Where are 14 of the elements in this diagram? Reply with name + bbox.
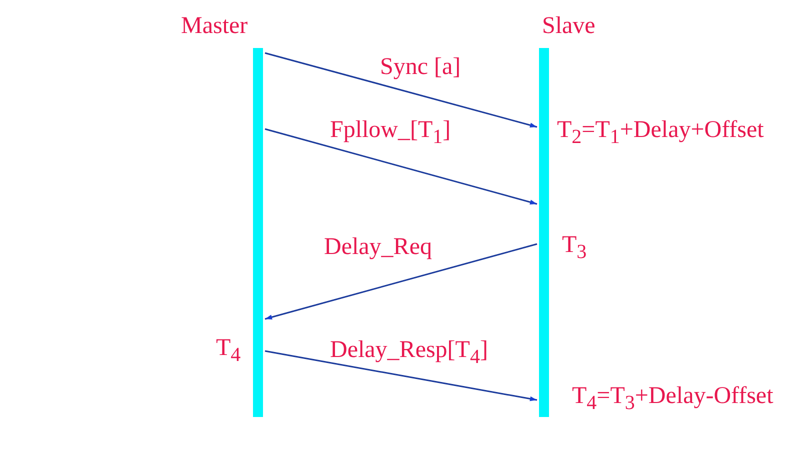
lifeline-heading: Slave: [542, 14, 596, 38]
message-label: Sync [a]: [380, 55, 461, 79]
message-arrow: [264, 350, 538, 402]
message-label: Fpllow_[T$_{1}$]: [330, 118, 451, 147]
timestamp-formula: T$_{4}$=T$_{3}$+Delay-Offset: [572, 384, 774, 413]
timestamp-label: T$_{3}$: [562, 233, 587, 262]
message-arrow: [264, 52, 538, 128]
timestamp-label: T$_{4}$: [216, 336, 241, 365]
message-arrow: [264, 128, 538, 205]
message-arrow: [264, 243, 538, 320]
lifeline-heading: Master: [181, 14, 248, 38]
timestamp-formula: T$_{2}$=T$_{1}$+Delay+Offset: [557, 118, 764, 147]
message-label: Delay_Resp[T$_{4}$]: [330, 338, 488, 367]
message-label: Delay_Req: [324, 235, 432, 259]
